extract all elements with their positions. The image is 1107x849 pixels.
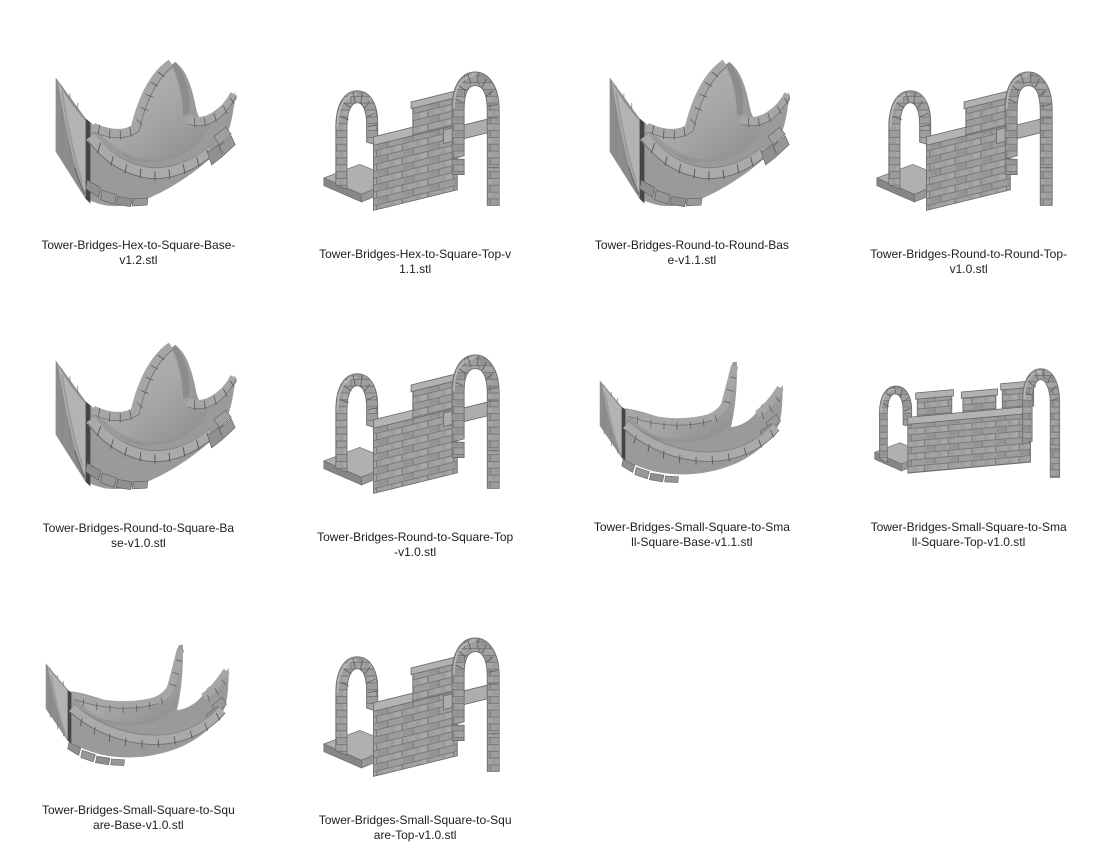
file-tile[interactable]: Tower-Bridges-Round-to-Square-Base-v1.0.… (40, 299, 237, 550)
file-tile[interactable]: Tower-Bridges-Hex-to-Square-Base-v1.2.st… (40, 16, 237, 267)
file-name-label: Tower-Bridges-Small-Square-to-Small-Squa… (593, 520, 790, 549)
saddle-base-render-icon (40, 20, 237, 236)
file-tile[interactable]: Tower-Bridges-Round-to-Square-Top-v1.0.s… (317, 299, 514, 559)
stl-thumbnail-long-wall (870, 299, 1067, 518)
stl-thumbnail-saddle-base (40, 299, 237, 519)
channel-base-render-icon (594, 325, 791, 517)
file-name-label: Tower-Bridges-Hex-to-Square-Base-v1.2.st… (41, 238, 236, 267)
stl-thumbnail-arch-wall (870, 16, 1067, 245)
file-tile[interactable]: Tower-Bridges-Small-Square-to-Square-Bas… (40, 582, 237, 833)
file-tile[interactable]: Tower-Bridges-Round-to-Round-Base-v1.1.s… (594, 16, 791, 267)
file-name-label: Tower-Bridges-Small-Square-to-Square-Top… (318, 813, 512, 842)
stl-thumbnail-arch-wall (317, 299, 514, 528)
stl-thumbnail-channel-base (594, 299, 791, 518)
arch-wall-render-icon (870, 40, 1067, 245)
stl-thumbnail-saddle-base (594, 16, 791, 236)
file-tile[interactable]: Tower-Bridges-Hex-to-Square-Top-v1.1.stl (317, 16, 514, 276)
stl-thumbnail-arch-wall (317, 582, 514, 811)
saddle-base-render-icon (40, 303, 237, 519)
file-name-label: Tower-Bridges-Round-to-Round-Top-v1.0.st… (870, 247, 1068, 276)
saddle-base-render-icon (594, 20, 791, 236)
file-name-label: Tower-Bridges-Hex-to-Square-Top-v1.1.stl (319, 247, 512, 276)
file-tile[interactable]: Tower-Bridges-Small-Square-to-Small-Squa… (870, 299, 1067, 550)
file-tile[interactable]: Tower-Bridges-Small-Square-to-Square-Top… (317, 582, 514, 842)
file-tile[interactable]: Tower-Bridges-Small-Square-to-Small-Squa… (594, 299, 791, 550)
file-name-label: Tower-Bridges-Small-Square-to-Square-Bas… (42, 803, 235, 832)
file-name-label: Tower-Bridges-Round-to-Square-Top-v1.0.s… (317, 530, 514, 559)
file-tile[interactable]: Tower-Bridges-Round-to-Round-Top-v1.0.st… (870, 16, 1067, 276)
stl-thumbnail-arch-wall (317, 16, 514, 245)
stl-thumbnail-channel-base (40, 582, 237, 801)
file-name-label: Tower-Bridges-Round-to-Round-Base-v1.1.s… (594, 238, 789, 267)
channel-base-render-icon (40, 608, 237, 800)
stl-thumbnail-saddle-base (40, 16, 237, 236)
file-name-label: Tower-Bridges-Round-to-Square-Base-v1.0.… (42, 521, 235, 550)
arch-wall-render-icon (317, 606, 514, 811)
long-wall-render-icon (870, 337, 1067, 517)
arch-wall-render-icon (317, 40, 514, 245)
file-name-label: Tower-Bridges-Small-Square-to-Small-Squa… (870, 520, 1067, 549)
arch-wall-render-icon (317, 323, 514, 528)
